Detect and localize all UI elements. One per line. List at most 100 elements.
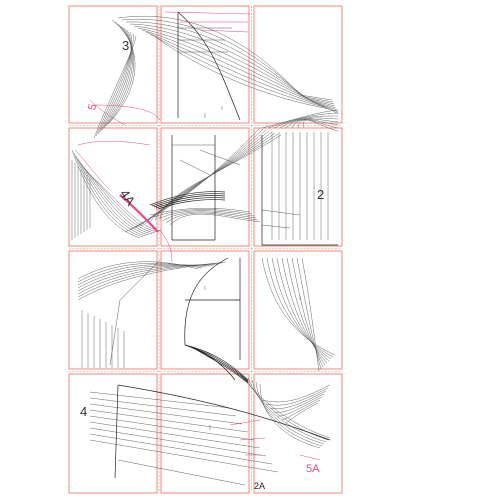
size-line	[157, 199, 226, 210]
size-line	[281, 257, 328, 364]
size-line	[73, 152, 144, 238]
size-line	[299, 94, 333, 101]
size-line	[279, 117, 339, 129]
piece-outline	[185, 258, 241, 360]
tile	[160, 250, 250, 370]
size-line	[153, 35, 328, 109]
size-line	[267, 112, 339, 129]
piece-outline	[172, 144, 241, 176]
size-line	[137, 27, 316, 103]
size-line	[101, 27, 132, 131]
size-line	[153, 209, 253, 218]
piece-label-4: 4	[80, 404, 87, 419]
size-line	[77, 264, 211, 289]
size-line	[117, 15, 301, 96]
size-line	[95, 33, 134, 137]
size-line	[129, 23, 310, 100]
size-line	[261, 109, 339, 129]
size-line	[149, 208, 251, 216]
size-line	[85, 170, 162, 232]
size-line	[314, 102, 338, 111]
size-line	[154, 133, 279, 221]
size-line	[169, 214, 261, 226]
size-line	[281, 399, 321, 421]
size-line	[255, 381, 323, 447]
size-line	[247, 377, 327, 443]
piece-label-2: 2	[317, 187, 324, 202]
tile	[160, 373, 250, 494]
piece-outline	[109, 259, 246, 486]
notch-mark	[204, 106, 301, 430]
tile	[253, 5, 343, 124]
piece-outline	[171, 135, 216, 241]
size-line	[97, 31, 132, 135]
size-line	[266, 257, 334, 358]
accent-guide	[159, 229, 173, 263]
size-line	[89, 415, 255, 441]
size-line	[165, 212, 259, 224]
tile	[68, 5, 158, 124]
size-line	[261, 257, 336, 356]
tile	[68, 373, 158, 494]
size-line	[71, 149, 141, 239]
piece-outline	[114, 384, 331, 479]
size-line	[184, 344, 249, 381]
size-line	[75, 155, 147, 237]
size-line	[296, 257, 322, 370]
size-line	[79, 161, 153, 235]
size-line	[291, 257, 324, 368]
size-line	[89, 403, 243, 425]
piece-label-3: 3	[122, 38, 129, 53]
size-line	[308, 99, 336, 107]
size-line	[145, 31, 322, 106]
tile-grid	[68, 5, 343, 494]
size-line	[286, 257, 326, 366]
size-line	[305, 97, 335, 105]
tile	[253, 250, 343, 370]
size-line	[155, 197, 226, 209]
accent-guide	[89, 99, 161, 126]
size-line	[89, 409, 249, 433]
accent-guide	[229, 419, 321, 461]
size-line	[265, 387, 329, 406]
size-line	[161, 211, 257, 222]
tile	[160, 5, 250, 124]
size-line	[77, 158, 150, 236]
accent-guide	[164, 11, 251, 33]
size-line	[89, 433, 273, 465]
size-line	[291, 119, 339, 129]
size-line	[89, 421, 261, 449]
accent-lines	[74, 11, 321, 461]
size-line	[297, 119, 339, 129]
size-line	[303, 119, 339, 132]
size-line	[251, 379, 325, 445]
size-line	[89, 439, 279, 473]
size-line	[139, 130, 270, 227]
size-line	[153, 195, 226, 208]
piece-outline	[261, 135, 338, 246]
piece-label-5: 5	[86, 103, 99, 112]
piece-outline	[178, 27, 232, 53]
size-line	[273, 393, 325, 413]
tile	[160, 127, 250, 247]
size-line	[93, 35, 137, 139]
size-line	[157, 210, 255, 220]
piece-outline	[261, 209, 301, 229]
size-line	[159, 134, 282, 219]
size-line	[125, 21, 307, 99]
size-line	[81, 164, 156, 234]
size-line	[77, 261, 199, 280]
size-line	[273, 115, 339, 129]
size-line	[317, 103, 339, 113]
size-line	[259, 383, 321, 449]
pattern-lines	[71, 15, 340, 473]
tile	[68, 250, 158, 370]
size-line	[141, 29, 319, 105]
size-line	[320, 105, 340, 115]
size-line	[301, 257, 320, 372]
size-line	[121, 19, 304, 97]
pattern-outlines	[109, 11, 338, 486]
size-line	[285, 118, 339, 129]
size-line	[271, 257, 332, 360]
